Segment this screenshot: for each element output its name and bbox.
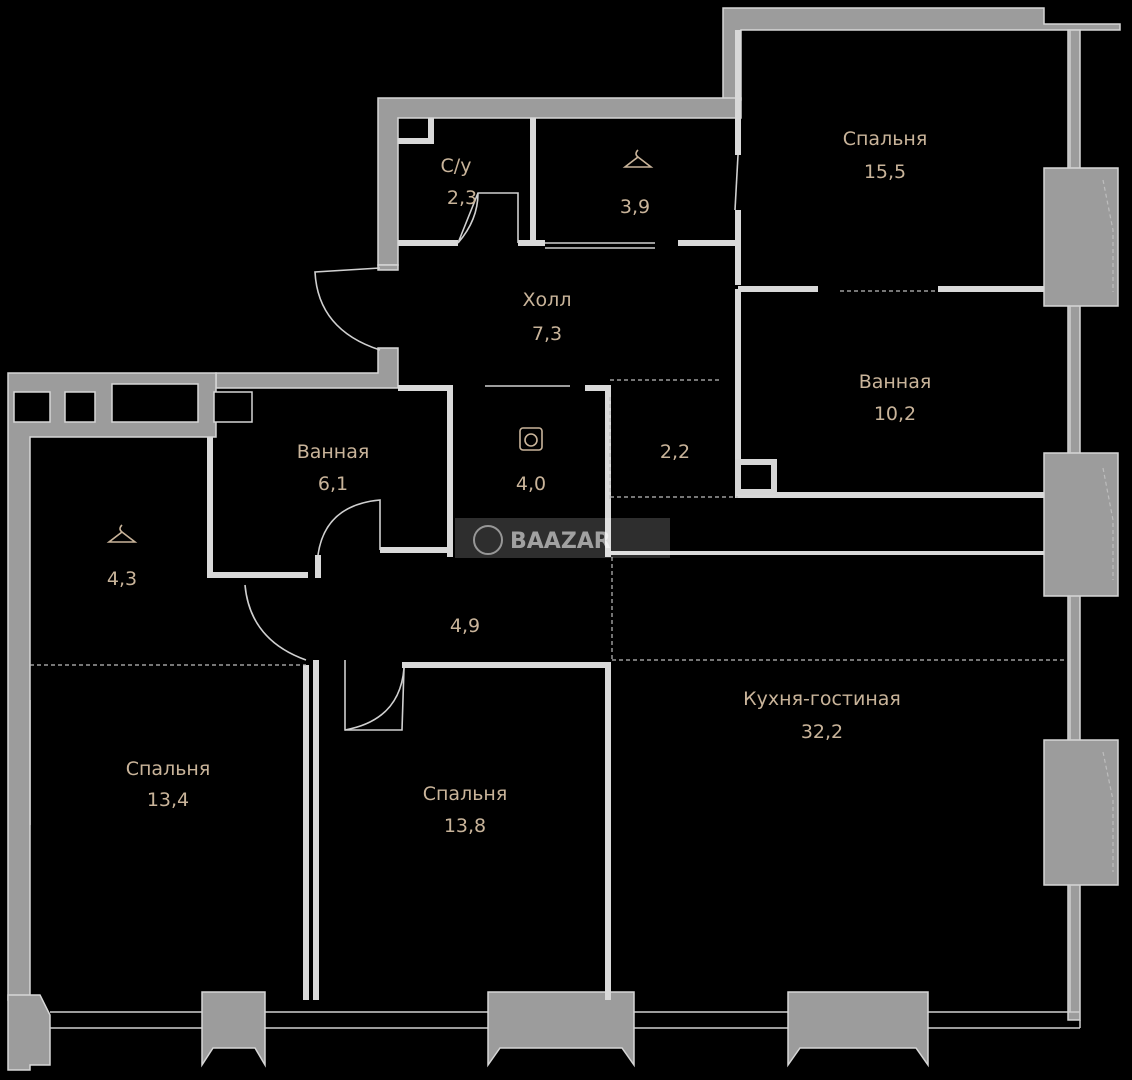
room-wc: С/у 2,3 <box>441 155 478 209</box>
washing-machine-icon <box>519 427 543 451</box>
room-bathroom-middle: Ванная 6,1 <box>297 441 370 495</box>
room-kitchen-living: Кухня-гостиная 32,2 <box>743 688 901 743</box>
room-area: 13,8 <box>444 815 486 837</box>
room-closet-top: 3,9 <box>620 196 650 218</box>
hanger-icon <box>622 149 654 168</box>
watermark-logo-icon <box>473 525 503 555</box>
watermark: BAAZAR <box>455 518 670 558</box>
room-bedroom-center: Спальня 13,8 <box>423 783 508 837</box>
hanger-icon <box>106 524 138 543</box>
room-area: 2,2 <box>660 441 690 463</box>
room-label: Спальня <box>843 128 928 150</box>
room-area: 2,3 <box>447 187 477 209</box>
room-area: 3,9 <box>620 196 650 218</box>
room-label: Ванная <box>297 441 370 463</box>
room-hall: Холл 7,3 <box>523 289 572 345</box>
partitions <box>29 30 1066 1000</box>
room-area: 4,0 <box>516 473 546 495</box>
room-closet-left: 4,3 <box>107 568 137 590</box>
room-label: Ванная <box>859 371 932 393</box>
right-balconies <box>1043 30 1119 1012</box>
room-label: Спальня <box>126 758 211 780</box>
room-area: 4,9 <box>450 615 480 637</box>
room-area: 15,5 <box>864 161 906 183</box>
doors <box>244 154 739 731</box>
room-label: Кухня-гостиная <box>743 688 901 710</box>
room-label: Холл <box>523 289 572 311</box>
room-storage: 2,2 <box>660 441 690 463</box>
room-area: 6,1 <box>318 473 348 495</box>
room-label: С/у <box>441 155 472 177</box>
watermark-text: BAAZAR <box>510 529 611 554</box>
room-area: 10,2 <box>874 403 916 425</box>
room-area: 7,3 <box>532 323 562 345</box>
room-area: 32,2 <box>801 721 843 743</box>
room-bathroom-right: Ванная 10,2 <box>859 371 932 425</box>
room-area: 4,3 <box>107 568 137 590</box>
room-corridor: 4,9 <box>450 615 480 637</box>
room-bedroom-left: Спальня 13,4 <box>126 758 211 811</box>
bottom-windows <box>50 991 1081 1068</box>
room-bedroom-top-right: Спальня 15,5 <box>843 128 928 183</box>
room-area: 13,4 <box>147 789 189 811</box>
room-laundry: 4,0 <box>516 473 546 495</box>
room-label: Спальня <box>423 783 508 805</box>
